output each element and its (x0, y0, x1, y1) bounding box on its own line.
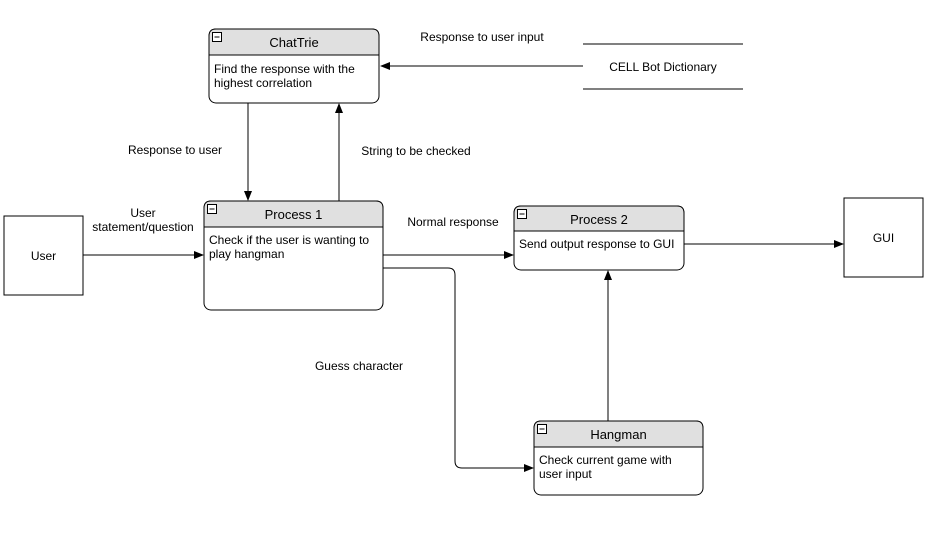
flow-label-string-to-be-checked: String to be checked (361, 144, 470, 158)
entity-user-label: User (31, 249, 56, 263)
process-body-line: highest correlation (214, 76, 312, 90)
process-2[interactable]: Process 2 Send output response to GUI (513, 205, 685, 271)
entity-user[interactable]: User (3, 215, 84, 296)
process-1[interactable]: Process 1 Check if the user is wanting t… (203, 200, 384, 311)
process-title: ChatTrie (269, 35, 318, 50)
minus-square-icon[interactable] (207, 204, 217, 214)
process-body-line: Check current game with (539, 453, 672, 467)
process-body-line: Send output response to GUI (519, 237, 674, 251)
flow-label-user-statement-line-2: statement/question (92, 220, 193, 234)
datastore-cell-bot-dictionary[interactable]: CELL Bot Dictionary (583, 43, 743, 90)
flow-label-user-statement-line-1: User (130, 206, 155, 220)
flow-label-response-to-user-input: Response to user input (420, 30, 544, 44)
process-body-line: play hangman (209, 247, 284, 261)
process-body-line: Find the response with the (214, 62, 355, 76)
process-title: Process 2 (570, 212, 628, 227)
datastore-label: CELL Bot Dictionary (609, 60, 717, 74)
flow-process1-to-hangman (383, 267, 534, 472)
process-title: Hangman (590, 427, 646, 442)
process-body-line: user input (539, 467, 592, 481)
entity-gui-label: GUI (873, 231, 894, 245)
process-hangman[interactable]: Hangman Check current game with user inp… (533, 420, 704, 496)
flow-label-guess-character: Guess character (315, 359, 403, 373)
flow-label-normal-response: Normal response (407, 215, 499, 229)
minus-square-icon[interactable] (517, 209, 527, 219)
minus-square-icon[interactable] (212, 32, 222, 42)
process-chattrie[interactable]: ChatTrie Find the response with the high… (208, 28, 380, 104)
process-body-line: Check if the user is wanting to (209, 233, 369, 247)
flow-label-response-to-user: Response to user (128, 143, 222, 157)
minus-square-icon[interactable] (537, 424, 547, 434)
entity-gui[interactable]: GUI (843, 197, 924, 278)
process-title: Process 1 (265, 207, 323, 222)
